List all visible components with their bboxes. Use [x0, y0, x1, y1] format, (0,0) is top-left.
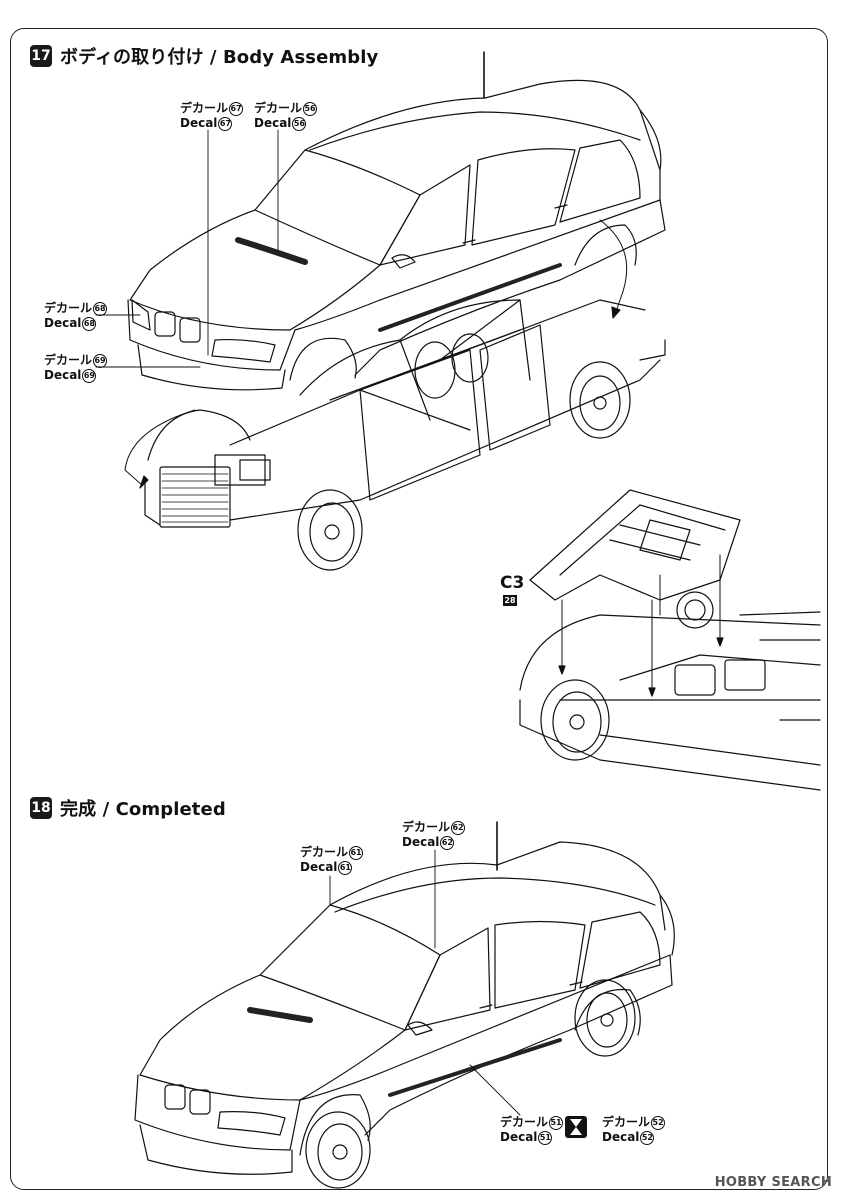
underbody-panel-c3-drawing — [529, 489, 741, 697]
completed-car-drawing — [134, 821, 675, 1189]
step-17-header: 17 ボディの取り付け / Body Assembly — [30, 43, 378, 69]
decal-hourglass-icon — [565, 1116, 587, 1138]
step-18-header: 18 完成 / Completed — [30, 795, 226, 821]
part-c3-count: 28 — [503, 595, 517, 606]
chassis-drawing — [144, 299, 666, 571]
part-c3-label: C3 — [500, 573, 525, 593]
watermark-text: HOBBY SEARCH — [714, 1175, 832, 1190]
step-17-title: ボディの取り付け / Body Assembly — [60, 47, 379, 68]
step-18-badge: 18 — [30, 797, 52, 819]
instruction-sheet-border — [10, 28, 828, 1190]
body-shell-drawing — [127, 51, 666, 391]
step-18-title: 完成 / Completed — [60, 799, 226, 820]
step-17-badge: 17 — [30, 45, 52, 67]
rear-chassis-drawing — [519, 591, 821, 791]
